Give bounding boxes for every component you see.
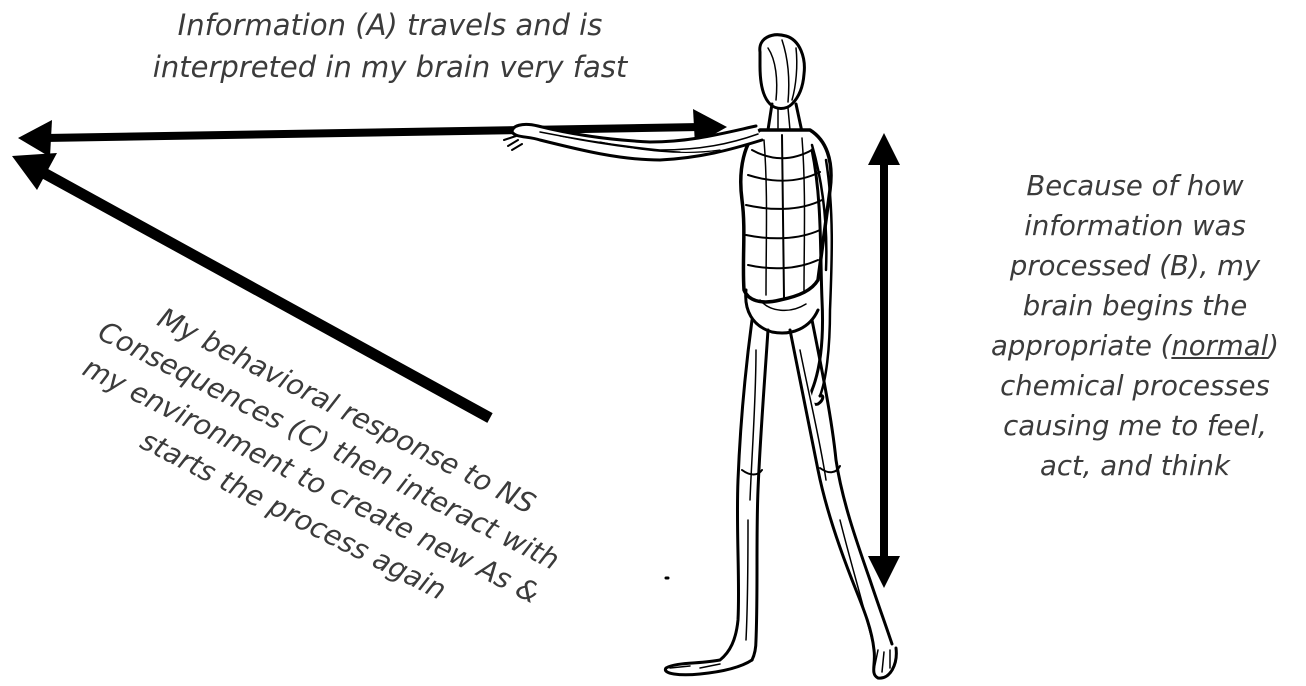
chemical-processes-label-line8: act, and think	[972, 446, 1298, 486]
chemical-processes-label-line3: processed (B), my	[972, 246, 1298, 286]
chemical-processes-label-line2: information was	[972, 206, 1298, 246]
chemical-processes-label-line6: chemical processes	[972, 366, 1298, 406]
information-travels-label-line1: Information (A) travels and is	[150, 4, 630, 46]
chemical-processes-label-line4: brain begins the	[972, 286, 1298, 326]
chemical-processes-label-line5: appropriate (normal)	[972, 326, 1298, 366]
chemical-processes-label: Because of how information was processed…	[972, 166, 1298, 486]
normal-underlined-text: normal	[1171, 330, 1268, 362]
line5-before-text: appropriate (	[991, 330, 1171, 362]
information-travels-label: Information (A) travels and is interpret…	[150, 4, 630, 88]
information-travels-label-line2: interpreted in my brain very fast	[150, 46, 630, 88]
line5-after-text: )	[1268, 330, 1279, 362]
chemical-processes-label-line1: Because of how	[972, 166, 1298, 206]
double-headed-arrow-vertical	[868, 133, 900, 588]
chemical-processes-label-line7: causing me to feel,	[972, 406, 1298, 446]
